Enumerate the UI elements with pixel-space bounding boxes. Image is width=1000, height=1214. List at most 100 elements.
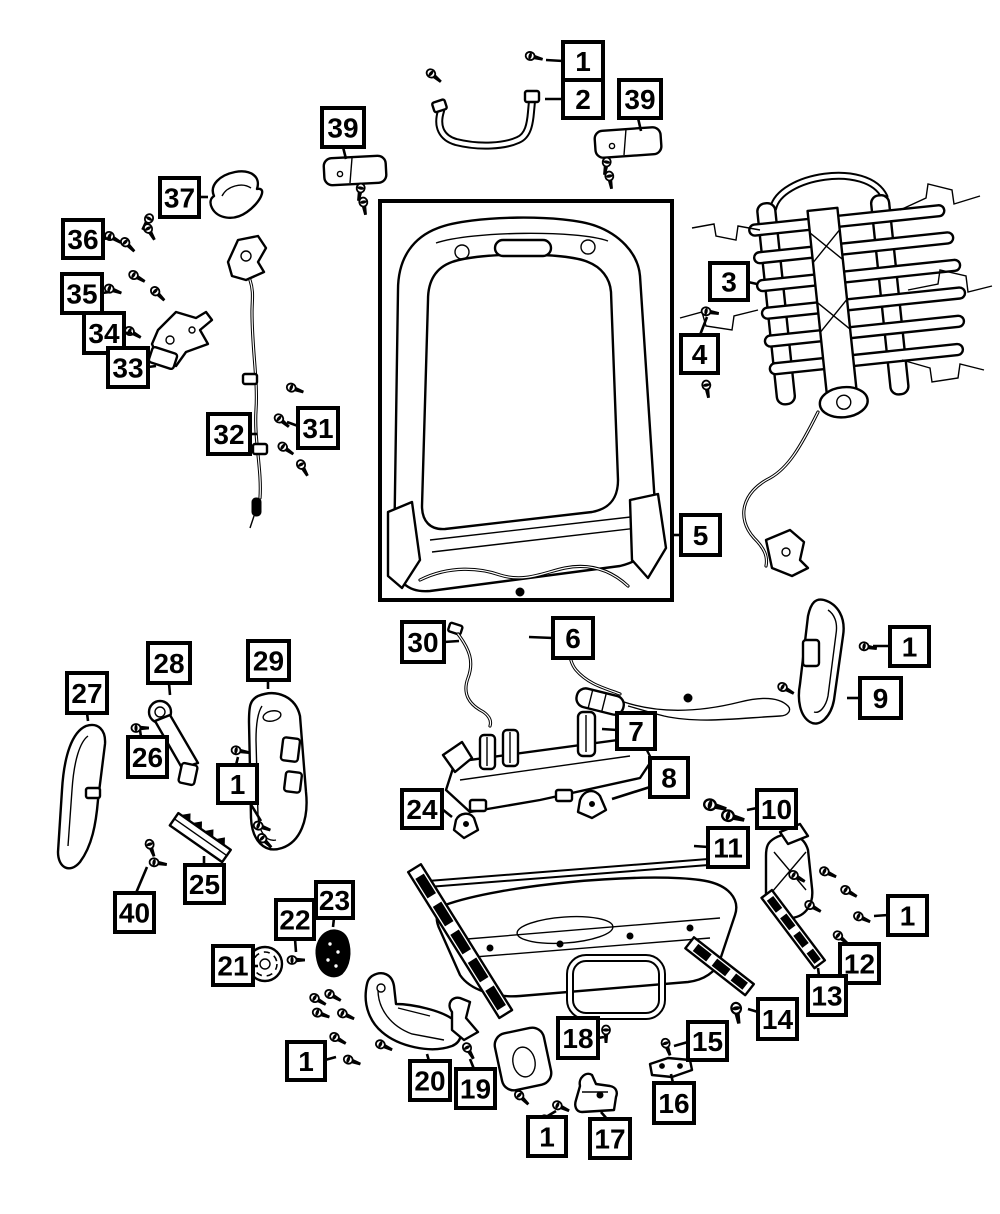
screw (143, 837, 159, 859)
callout-number: 37 (164, 183, 195, 214)
callout-26[interactable]: 26 (126, 729, 169, 779)
callout-2[interactable]: 2 (545, 78, 605, 120)
callout-4[interactable]: 4 (679, 316, 720, 375)
screw (341, 1053, 363, 1069)
seat-back-frame-box (378, 199, 674, 602)
screw (275, 439, 297, 459)
callout-number: 36 (67, 224, 98, 255)
handle-23 (315, 929, 351, 978)
screw (327, 1030, 349, 1048)
callout-number: 32 (213, 419, 244, 450)
callout-39[interactable]: 39 (320, 106, 366, 160)
screw (601, 1024, 611, 1044)
riser-bracket-7 (441, 710, 654, 814)
screw (523, 50, 545, 65)
callout-36[interactable]: 36 (61, 218, 112, 260)
callout-6[interactable]: 6 (528, 616, 595, 660)
callout-number: 1 (298, 1046, 314, 1077)
callout-number: 22 (279, 905, 310, 936)
callout-3[interactable]: 3 (708, 261, 758, 302)
seat-back-cable-30 (447, 621, 493, 728)
callout-13[interactable]: 13 (806, 967, 848, 1017)
callout-number: 21 (217, 951, 248, 982)
callout-9[interactable]: 9 (847, 676, 903, 720)
screw (102, 282, 124, 298)
callout-number: 1 (900, 901, 916, 932)
callout-5[interactable]: 5 (672, 513, 722, 557)
screw (851, 909, 873, 927)
callout-number: 7 (628, 716, 644, 747)
clip-24 (452, 812, 480, 840)
callout-number: 3 (721, 267, 737, 298)
callout-19[interactable]: 19 (454, 1058, 497, 1110)
callout-24[interactable]: 24 (400, 788, 453, 830)
callout-23[interactable]: 23 (314, 880, 355, 928)
callout-number: 33 (112, 353, 143, 384)
callout-1[interactable]: 1 (873, 625, 931, 668)
callout-1[interactable]: 1 (526, 1109, 568, 1158)
callout-number: 1 (230, 769, 246, 800)
callout-8[interactable]: 8 (611, 756, 690, 801)
side-shield-27 (56, 723, 107, 870)
callout-number: 40 (119, 898, 150, 929)
callout-34[interactable]: 34 (82, 311, 132, 355)
callout-20[interactable]: 20 (408, 1053, 452, 1102)
callout-21[interactable]: 21 (211, 944, 258, 987)
callout-11[interactable]: 11 (693, 826, 750, 869)
callout-1[interactable]: 1 (873, 894, 929, 937)
seat-track-left (406, 863, 514, 1020)
callout-28[interactable]: 28 (146, 641, 192, 696)
callout-30[interactable]: 30 (400, 620, 460, 664)
callout-leader-line (528, 635, 554, 640)
screw (148, 856, 169, 870)
callout-37[interactable]: 37 (158, 176, 208, 219)
callout-number: 6 (565, 623, 581, 654)
screw (148, 284, 169, 305)
callout-leader-line (443, 639, 460, 644)
callout-number: 35 (66, 279, 97, 310)
screw (357, 196, 371, 217)
callout-27[interactable]: 27 (65, 671, 109, 722)
screw (310, 1006, 332, 1022)
screw (775, 680, 797, 698)
callout-10[interactable]: 10 (746, 788, 798, 830)
callout-number: 5 (693, 520, 709, 551)
callout-16[interactable]: 16 (652, 1073, 696, 1125)
callout-leader-line (873, 913, 889, 918)
callout-32[interactable]: 32 (206, 412, 257, 456)
callout-14[interactable]: 14 (747, 997, 799, 1041)
callout-29[interactable]: 29 (246, 639, 291, 689)
callout-number: 18 (562, 1023, 593, 1054)
bracket-8 (576, 789, 608, 820)
seat-track-right (684, 936, 756, 997)
callout-number: 16 (658, 1088, 689, 1119)
callout-15[interactable]: 15 (673, 1020, 729, 1062)
callout-31[interactable]: 31 (286, 406, 340, 450)
seat-back-panel-bracket-right (593, 126, 663, 159)
callout-18[interactable]: 18 (556, 1016, 605, 1060)
callout-number: 8 (661, 763, 677, 794)
seat-back-latch (147, 310, 214, 371)
callout-17[interactable]: 17 (588, 1111, 632, 1160)
callout-leader-line (698, 316, 709, 336)
callout-number: 1 (575, 46, 591, 77)
callout-number: 1 (539, 1122, 555, 1153)
callout-number: 24 (406, 794, 438, 825)
callout-22[interactable]: 22 (274, 898, 316, 953)
callout-1[interactable]: 1 (285, 1040, 337, 1082)
screw (335, 1006, 357, 1024)
callout-33[interactable]: 33 (106, 346, 157, 389)
callout-leader-line (545, 58, 564, 63)
callout-number: 15 (692, 1026, 723, 1057)
callout-25[interactable]: 25 (183, 856, 226, 905)
lumbar-support-frame (748, 171, 967, 419)
callout-39[interactable]: 39 (617, 78, 663, 132)
callout-7[interactable]: 7 (601, 711, 657, 751)
callout-40[interactable]: 40 (113, 866, 156, 934)
callout-1[interactable]: 1 (545, 40, 605, 82)
callout-number: 4 (692, 339, 708, 370)
callout-12[interactable]: 12 (838, 938, 881, 985)
callout-1[interactable]: 1 (216, 756, 263, 822)
callout-35[interactable]: 35 (60, 272, 111, 315)
screw (322, 987, 344, 1005)
